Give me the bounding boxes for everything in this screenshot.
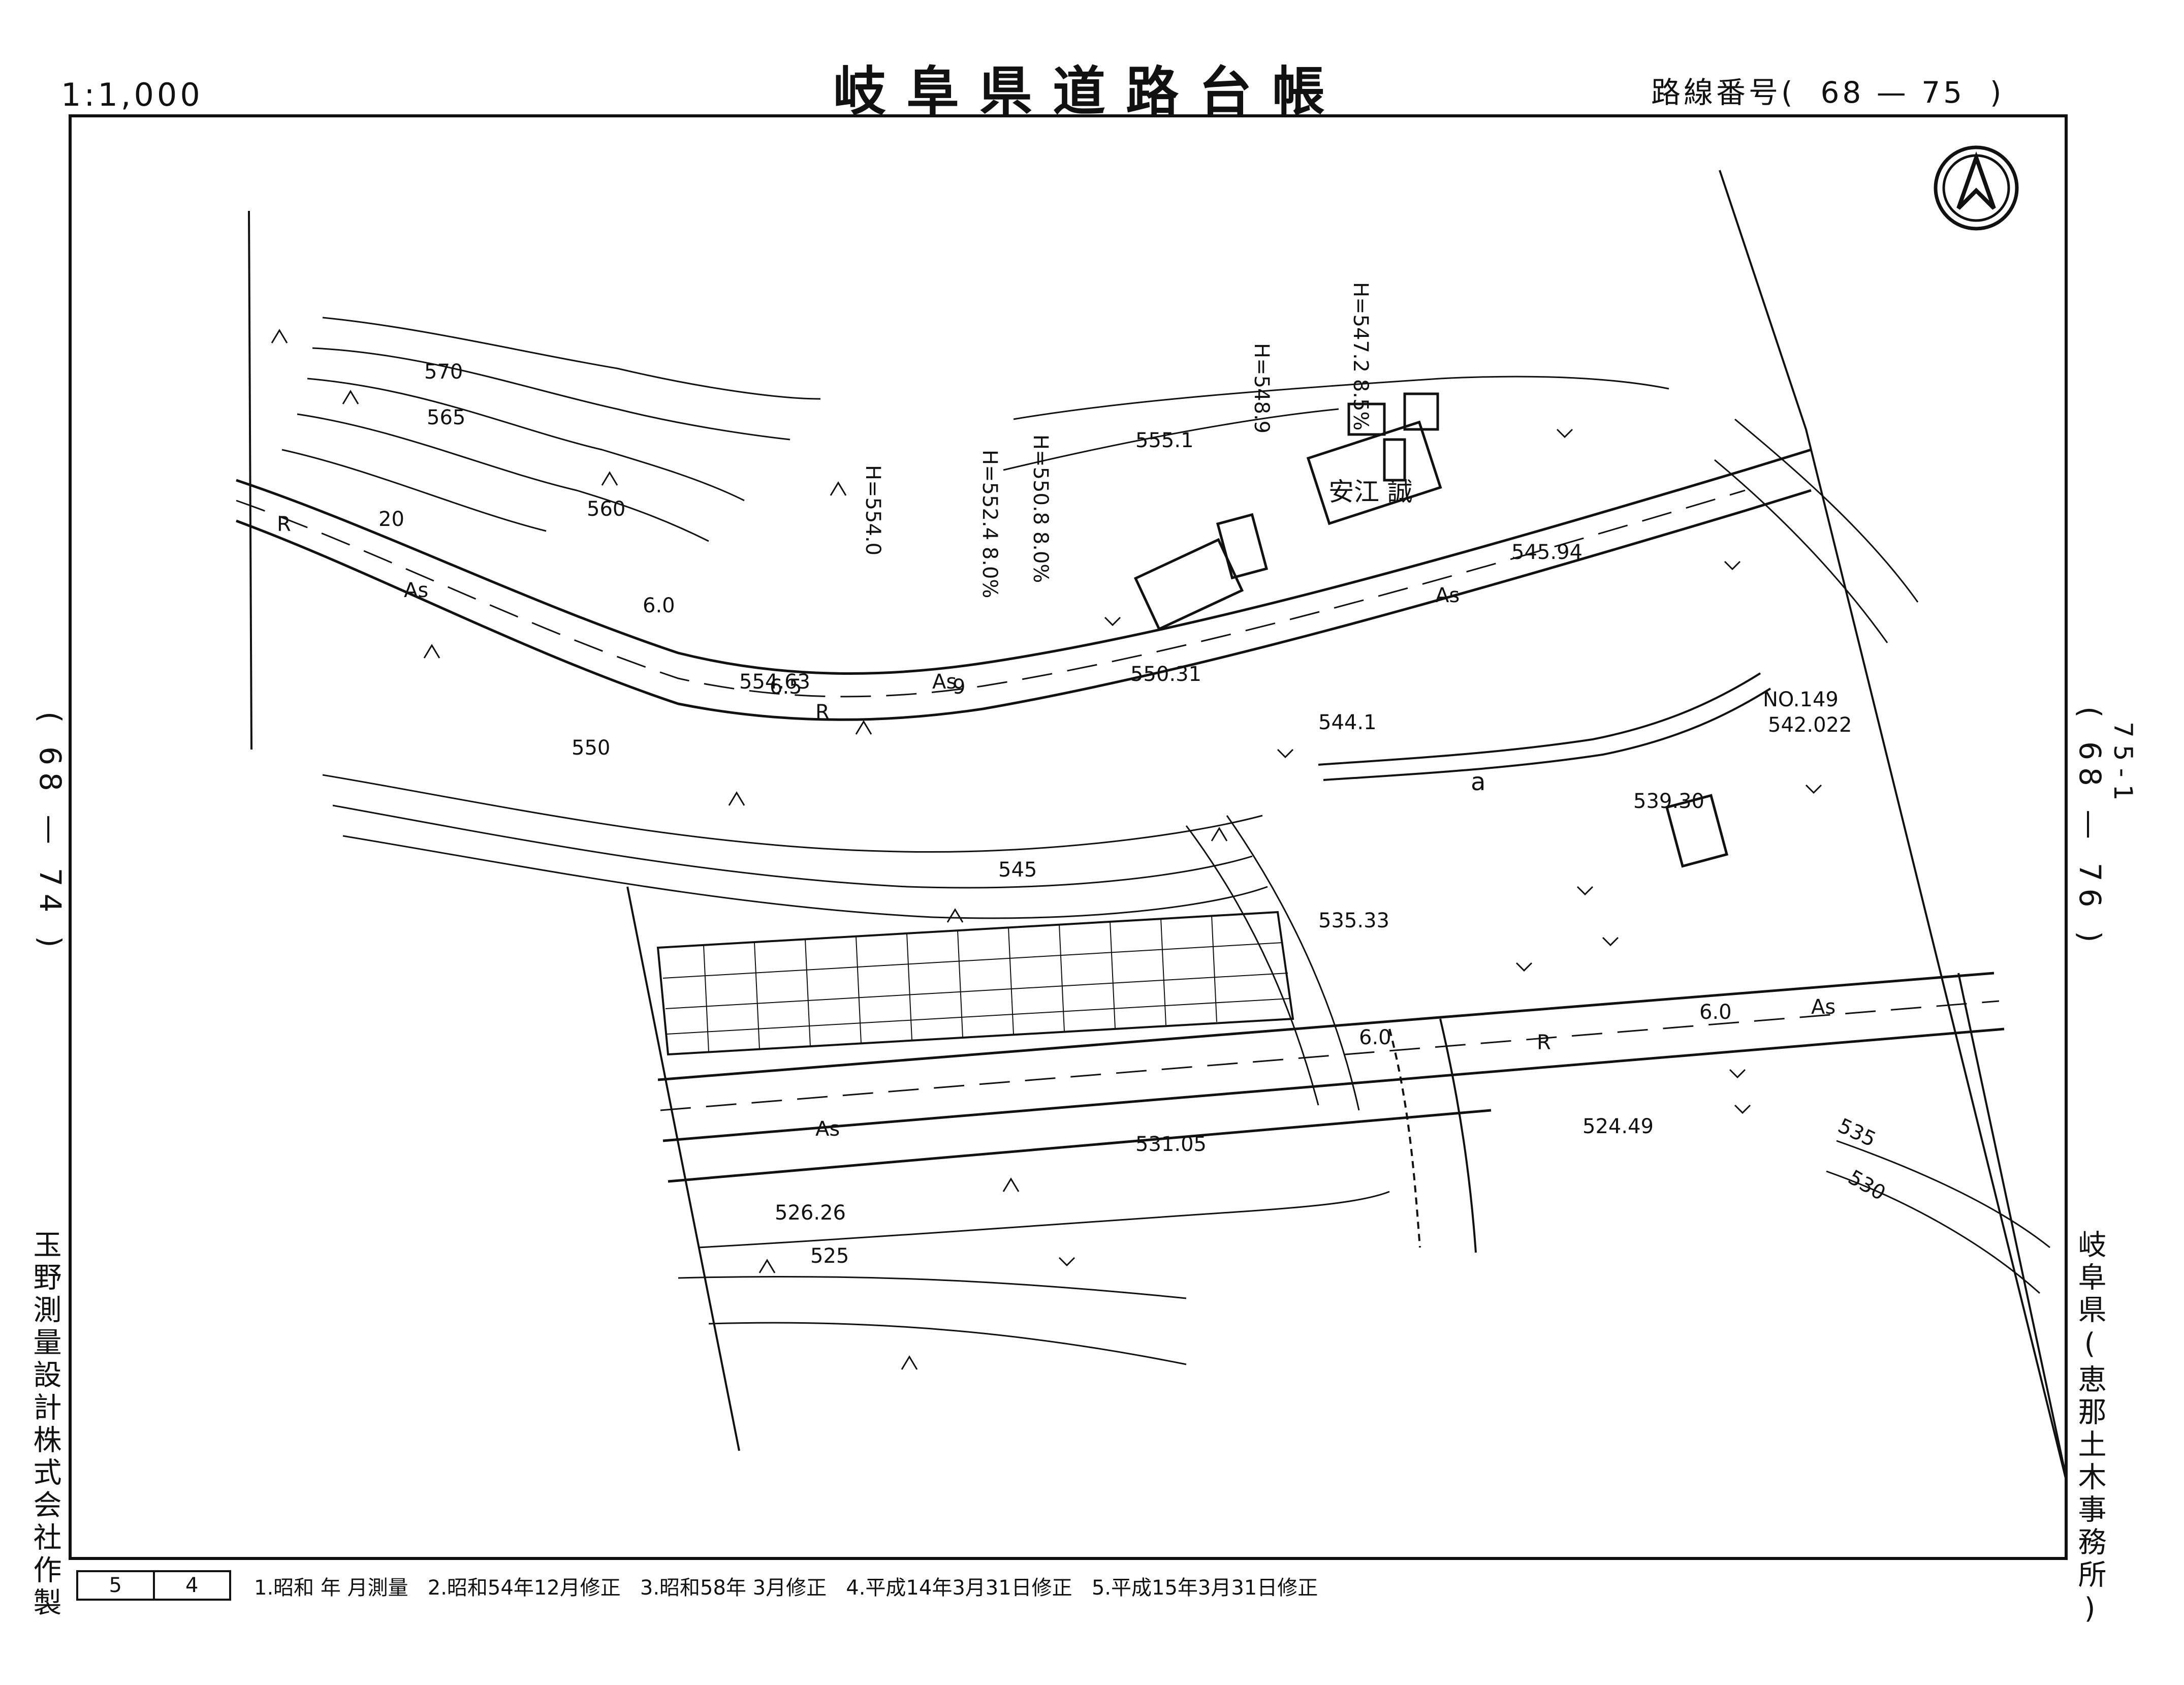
map-scale: 1:1,000 [61, 76, 203, 113]
spot-height-1: 555.1 [1135, 429, 1194, 452]
history-2: 2.昭和54年12月修正 [427, 1576, 621, 1600]
road-width-4: 20 [378, 508, 404, 531]
sheet-number-1: 5 [109, 1574, 122, 1597]
history-5: 5.平成15年3月31日修正 [1091, 1576, 1318, 1600]
slope-note-1: H=554.0 [861, 465, 884, 555]
contour-560: 560 [587, 497, 625, 521]
road-map: 安江 誠 NO.149 542.022 As As As As As R R R… [236, 145, 2068, 1491]
contour-530: 530 [1844, 1166, 1889, 1205]
route-number-value: 68 — 75 [1820, 75, 1966, 110]
history-4: 4.平成14年3月31日修正 [846, 1576, 1072, 1600]
contour-545: 545 [998, 858, 1037, 882]
road-width-3: 9 [953, 675, 965, 699]
adjacent-sheet-right: ( 68 — 76 ) [2073, 706, 2107, 950]
map-frame [69, 114, 2068, 1560]
stream [1318, 672, 1771, 1253]
spot-height-3: 554.63 [739, 670, 810, 694]
survey-boundary [248, 170, 2068, 1491]
lower-road [657, 972, 2005, 1183]
north-arrow-icon [1934, 145, 2019, 231]
adjacent-sheet-right-sub: 75-1 [2108, 722, 2138, 808]
spot-height-10: 524.49 [1582, 1115, 1654, 1138]
adjacent-sheet-left: ( 68 — 74 ) [33, 711, 68, 955]
history-3: 3.昭和58年 3月修正 [640, 1576, 827, 1600]
survey-company: 玉野測量設計株式会社作製 [28, 1230, 61, 1620]
route-open: ( [1781, 75, 1796, 110]
road-width-5: 6.0 [1359, 1026, 1391, 1049]
spot-height-6: 539.30 [1633, 790, 1704, 813]
sheet-number-box: 5 4 [76, 1570, 231, 1601]
road-width-2: 6.5 [770, 675, 802, 699]
route-label: 路線番号 [1651, 75, 1782, 110]
slope-note-5: H=547.2 8.5% [1349, 282, 1372, 430]
benchmark-elevation: 542.022 [1768, 713, 1852, 737]
route-close: ) [1989, 75, 2005, 110]
spot-height-5: 544.1 [1318, 711, 1377, 734]
slope-note-2: H=552.4 8.0% [978, 450, 1001, 598]
contour-570: 570 [424, 360, 463, 384]
surface-label-4: As [1811, 995, 1835, 1019]
surface-label-1: As [404, 579, 428, 602]
surface-label-3: As [1435, 584, 1460, 607]
page-title: 岐阜県道路台帳 [833, 60, 1346, 122]
benchmark-id: NO.149 [1763, 688, 1839, 711]
contour-535: 535 [1834, 1114, 1880, 1151]
revision-history: 1.昭和 年 月測量 2.昭和54年12月修正 3.昭和58年 3月修正 4.平… [254, 1571, 1318, 1601]
contour-565: 565 [427, 406, 465, 429]
spot-height-2: 550.31 [1130, 663, 1201, 686]
owner-label: 安江 誠 [1328, 477, 1413, 507]
history-1: 1.昭和 年 月測量 [254, 1576, 408, 1600]
buildings [1133, 392, 1729, 868]
map-labels: 安江 誠 NO.149 542.022 As As As As As R R R… [277, 282, 1889, 1268]
contour-525: 525 [810, 1244, 849, 1268]
slope-note-3: H=550.8 8.0% [1029, 434, 1052, 583]
route-number: 路線番号( 68 — 75 ) [1651, 69, 2005, 111]
retaining-wall [656, 911, 1294, 1056]
road-r-label-2: R [815, 701, 830, 724]
spot-height-7: 535.33 [1318, 909, 1389, 932]
road-r-label-3: R [1537, 1031, 1551, 1054]
surface-label-2: As [932, 670, 957, 694]
spot-height-4: 545.94 [1511, 541, 1582, 564]
spot-height-9: 526.26 [775, 1201, 846, 1225]
contour-lines [281, 317, 2050, 1365]
sheet-number-2: 4 [152, 1572, 230, 1599]
contour-550: 550 [572, 736, 610, 760]
water-label: a [1471, 768, 1485, 796]
surface-label-5: As [815, 1117, 840, 1141]
road-width-6: 6.0 [1699, 1001, 1732, 1024]
spot-height-8: 531.05 [1135, 1133, 1207, 1156]
civil-engineering-office: 岐阜県(恵那土木事務所) [2073, 1230, 2106, 1629]
road-width-1: 6.0 [643, 594, 675, 617]
vegetation-symbols [271, 329, 1822, 1370]
road-r-label-1: R [277, 513, 291, 536]
upper-road [236, 448, 1812, 721]
slope-note-4: H=548.9 [1250, 343, 1273, 433]
